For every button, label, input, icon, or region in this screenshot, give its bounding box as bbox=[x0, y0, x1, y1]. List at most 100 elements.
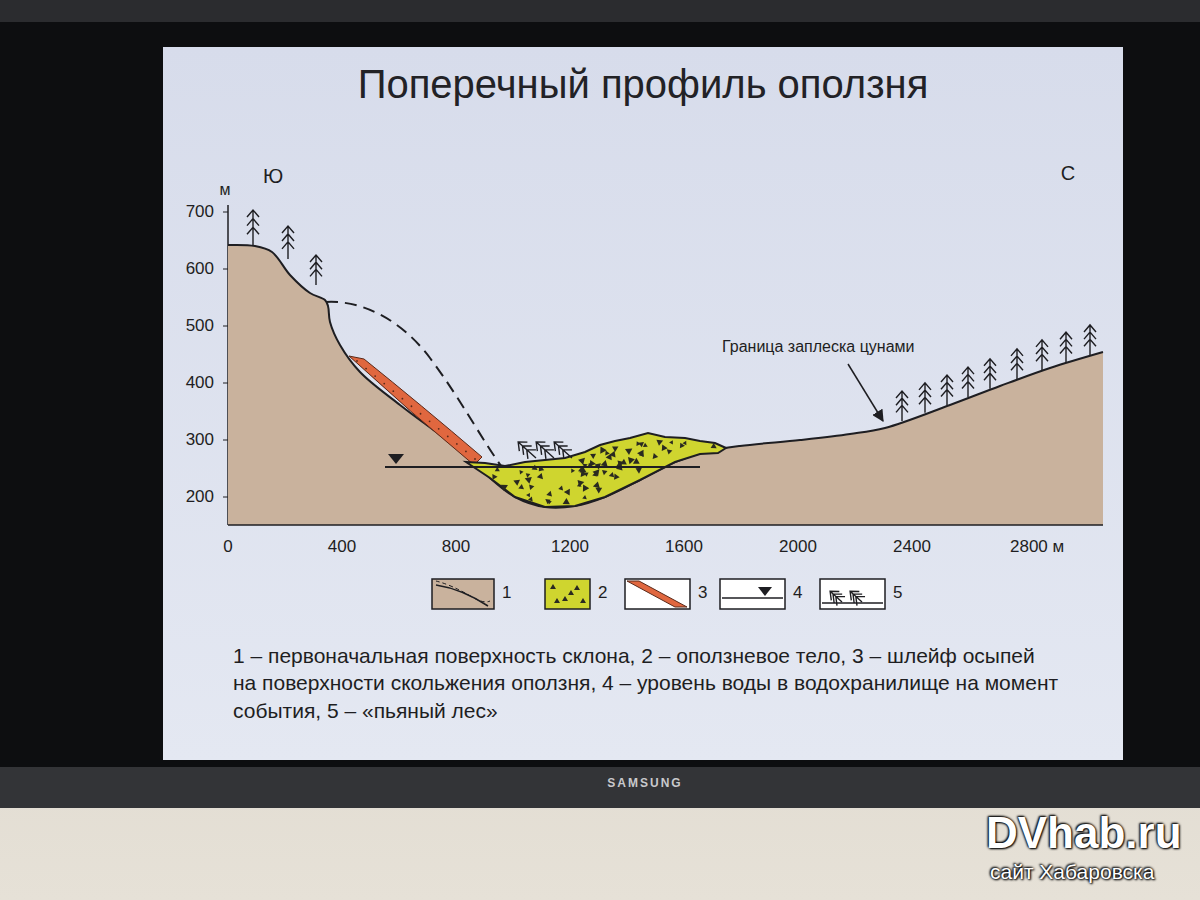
forest-tree bbox=[1084, 325, 1096, 355]
forest-tree bbox=[310, 255, 322, 285]
rock-fragment bbox=[525, 477, 532, 484]
swatch-box bbox=[820, 579, 885, 609]
rock-fragment bbox=[583, 484, 589, 491]
rock-fragment bbox=[581, 470, 587, 477]
rock-fragment bbox=[605, 451, 610, 456]
axis-tick bbox=[223, 440, 228, 441]
scree-dot bbox=[365, 368, 367, 370]
legend-number: 2 bbox=[598, 583, 607, 603]
rock-fragment bbox=[602, 470, 607, 475]
rock-fragment bbox=[528, 496, 533, 501]
legend-swatch bbox=[625, 579, 690, 609]
rock-fragment bbox=[577, 480, 584, 487]
brand-logo: SAMSUNG bbox=[607, 776, 682, 790]
axis-tick-label: 0 bbox=[223, 537, 232, 557]
forest-tree bbox=[896, 391, 908, 421]
x-axis bbox=[228, 524, 1103, 526]
watermark: DVhab.ru bbox=[986, 808, 1182, 858]
tree-symbol bbox=[896, 391, 908, 421]
rock-fragment bbox=[501, 485, 508, 491]
tree-symbol bbox=[1084, 325, 1096, 355]
tree-symbol bbox=[310, 255, 322, 285]
axis-tick bbox=[223, 383, 228, 384]
slide bbox=[163, 47, 1123, 760]
rock-fragment bbox=[590, 454, 596, 459]
forest-tree bbox=[984, 359, 996, 389]
rock-fragment bbox=[620, 459, 626, 465]
water-level bbox=[385, 466, 700, 468]
rock-fragment bbox=[601, 460, 608, 467]
forest-tree bbox=[282, 226, 294, 259]
scree-apron bbox=[349, 356, 482, 465]
rock-fragment bbox=[571, 469, 575, 473]
scree-dot bbox=[401, 398, 403, 400]
tree-symbol bbox=[1060, 332, 1072, 362]
rock-fragment bbox=[609, 451, 615, 458]
tree-symbol bbox=[247, 210, 259, 246]
rock-fragment bbox=[625, 449, 632, 455]
axis-tick-label: 400 bbox=[186, 373, 214, 393]
rock-fragment bbox=[548, 500, 552, 504]
water-level-symbol bbox=[758, 587, 772, 596]
forest-tree bbox=[1011, 349, 1023, 379]
ground-line bbox=[822, 602, 883, 604]
tv-body bbox=[0, 0, 1200, 808]
rock-fragment bbox=[564, 489, 570, 496]
landslide-body bbox=[466, 433, 726, 507]
scree-dot bbox=[356, 360, 358, 362]
tv-screen bbox=[0, 22, 1200, 767]
axis-tick-label: 700 bbox=[186, 202, 214, 222]
slide-title: Поперечный профиль оползня bbox=[163, 62, 1123, 107]
axis-tick bbox=[223, 212, 228, 213]
rock-fragment bbox=[636, 441, 640, 446]
tree-symbol bbox=[962, 367, 974, 397]
rock-fragment bbox=[662, 444, 668, 451]
scree-dot bbox=[411, 405, 413, 407]
legend-number: 1 bbox=[502, 583, 511, 603]
tree-symbol bbox=[846, 587, 866, 607]
rock-fragment bbox=[558, 485, 563, 490]
forest-tree bbox=[247, 210, 259, 246]
forest-tree bbox=[1060, 332, 1072, 362]
rock-fragment bbox=[711, 443, 717, 448]
axis-tick-label: 400 bbox=[328, 537, 356, 557]
rock-fragment bbox=[526, 493, 530, 497]
axis-tick-label: 1200 bbox=[551, 537, 589, 557]
swatch-box bbox=[545, 579, 590, 609]
rock-fragment bbox=[574, 585, 580, 590]
rock-fragment bbox=[520, 470, 524, 474]
drunk-forest-tree bbox=[826, 587, 846, 607]
rock-fragment bbox=[593, 469, 600, 476]
rock-fragment bbox=[635, 468, 641, 474]
axis-tick-label: 2800 м bbox=[1010, 537, 1064, 557]
tree-symbol bbox=[282, 226, 294, 259]
forest-tree bbox=[941, 375, 953, 405]
rock-fragment bbox=[639, 452, 644, 457]
tree-symbol bbox=[514, 437, 540, 462]
rock-fragment bbox=[633, 458, 640, 464]
tree-symbol bbox=[826, 587, 846, 607]
rock-fragment bbox=[513, 480, 520, 486]
axis-unit: м bbox=[220, 181, 231, 199]
rock-fragment bbox=[600, 446, 606, 453]
tree-symbol bbox=[550, 437, 576, 462]
legend-number: 3 bbox=[698, 583, 707, 603]
rock-fragment bbox=[546, 491, 552, 497]
tree-symbol bbox=[919, 383, 931, 413]
drunk-forest-tree bbox=[532, 437, 558, 462]
legend-swatch bbox=[820, 579, 885, 609]
rock-fragment bbox=[577, 483, 582, 487]
drunk-forest-tree bbox=[514, 437, 540, 462]
rock-fragment bbox=[568, 590, 574, 595]
axis-tick-label: 2000 bbox=[779, 537, 817, 557]
legend-number: 5 bbox=[893, 583, 902, 603]
rock-fragment bbox=[580, 598, 586, 603]
rock-fragment bbox=[612, 446, 618, 452]
water-level bbox=[722, 597, 783, 599]
scree-dot bbox=[429, 420, 431, 422]
direction-label: Ю bbox=[263, 165, 283, 188]
legend-number: 4 bbox=[793, 583, 802, 603]
terrain-body bbox=[228, 245, 1103, 525]
watermark: сайт Хабаровска bbox=[990, 860, 1154, 884]
